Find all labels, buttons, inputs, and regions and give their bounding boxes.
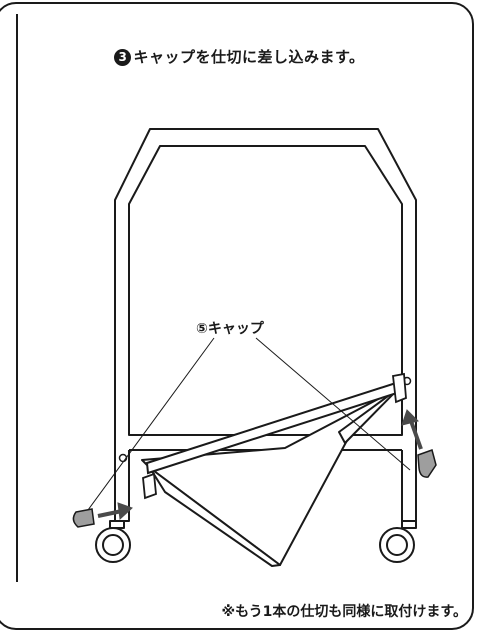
caster-left [95,527,131,563]
cap-right [417,449,437,478]
arrow-right [401,409,423,450]
step-number-badge: 3 [114,49,132,66]
callout-leaders [87,337,411,511]
frame-outer [114,128,417,521]
caster-stem-left [109,520,125,529]
instruction-card [0,2,474,630]
step-instruction-text: キャップを仕切に差し込みます。 [133,48,365,66]
bar-end-left [142,472,157,500]
margin-rule [16,14,18,582]
casters [95,527,415,563]
bar-end-right [392,372,407,404]
partition-panel [141,384,403,567]
footnote-note: ※もう1本の仕切も同様に取付けます。 [221,604,467,620]
hole-left [118,453,128,463]
caster-right [379,527,415,563]
arrow-left [97,502,133,521]
caster-stem-right [401,520,417,529]
frame-inner [128,145,403,436]
frame-leg-right [401,435,417,522]
cap-left [72,508,95,528]
cap-callout-label: ⑤キャップ [196,321,264,337]
